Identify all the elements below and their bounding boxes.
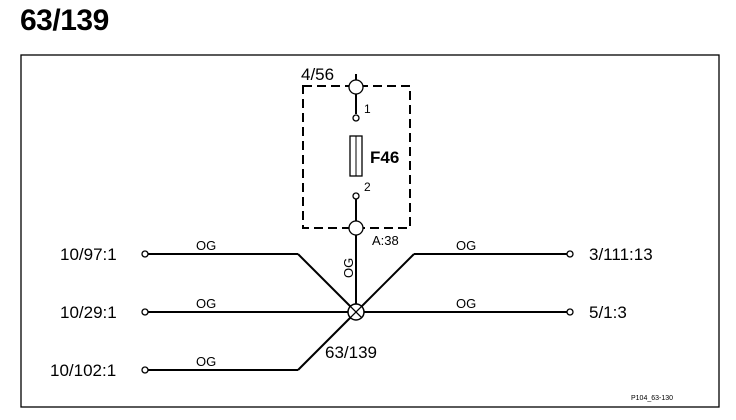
left-terminal-1	[141, 250, 149, 258]
left-terminal-2-label: 10/29:1	[60, 303, 117, 322]
splice-label: 63/139	[325, 343, 377, 362]
splice-point-icon	[347, 303, 365, 321]
left-terminal-3	[141, 366, 149, 374]
fuse-pin-2-label: 2	[364, 180, 371, 194]
left-terminal-1-label: 10/97:1	[60, 245, 117, 264]
left-wire-1-color: OG	[196, 238, 216, 253]
right-wire-1-diagonal	[355, 253, 415, 313]
vertical-wire-color: OG	[341, 258, 356, 278]
right-wire-1-color: OG	[456, 238, 476, 253]
right-terminal-2-label: 5/1:3	[589, 303, 627, 322]
diagram-frame	[20, 54, 720, 408]
left-terminal-2	[141, 308, 149, 316]
splice-connector-circle	[348, 220, 364, 236]
left-wire-3-diagonal	[297, 311, 357, 371]
fuse-pin-1	[352, 114, 360, 122]
right-terminal-1-label: 3/111:13	[589, 245, 653, 264]
left-wire-1-diagonal	[297, 253, 357, 313]
left-wire-2-color: OG	[196, 296, 216, 311]
left-wire-3-color: OG	[196, 354, 216, 369]
figure-id: P104_63-130	[631, 395, 673, 402]
fuse-label: F46	[370, 148, 399, 167]
left-terminal-3-label: 10/102:1	[50, 361, 116, 380]
right-terminal-2	[566, 308, 574, 316]
page-title: 63/139	[20, 4, 109, 37]
right-terminal-1	[566, 250, 574, 258]
right-wire-2-color: OG	[456, 296, 476, 311]
top-connector-circle	[348, 79, 364, 95]
fuse-pin-2	[352, 192, 360, 200]
fuse-pin-1-label: 1	[364, 102, 371, 116]
top-connector-label: 4/56	[301, 65, 334, 84]
splice-connector-label: A:38	[372, 233, 399, 248]
